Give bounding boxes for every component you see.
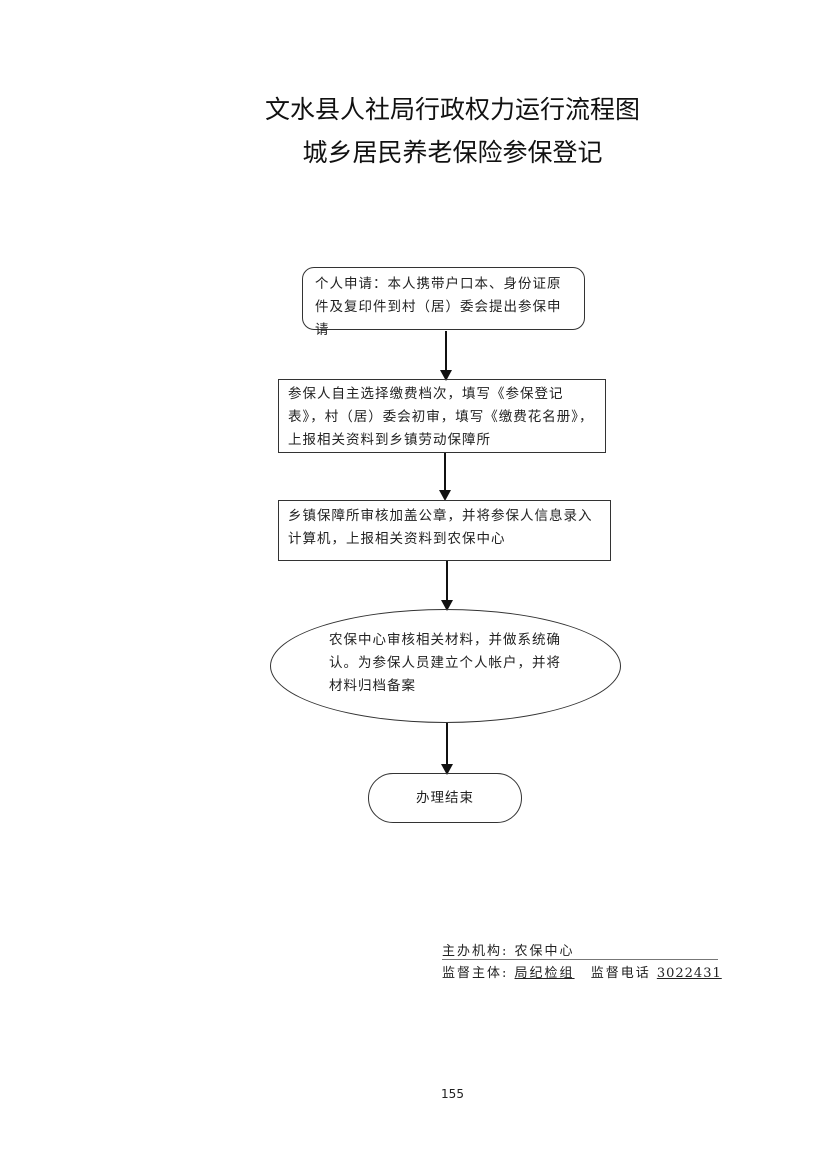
step-town-review: 乡镇保障所审核加盖公章，并将参保人信息录入计算机，上报相关资料到农保中心 bbox=[278, 500, 611, 561]
supervisor-label: 监督主体: bbox=[442, 966, 509, 981]
org-label: 主办机构: bbox=[442, 944, 509, 959]
arrow-down-icon bbox=[440, 331, 452, 381]
org-value: 农保中心 bbox=[514, 944, 575, 959]
step-apply: 个人申请：本人携带户口本、身份证原件及复印件到村（居）委会提出参保申请 bbox=[302, 267, 585, 338]
phone-value: 3022431 bbox=[656, 966, 722, 981]
arrow-down-icon bbox=[441, 561, 453, 611]
phone-label: 监督电话 bbox=[590, 966, 651, 981]
step-end: 办理结束 bbox=[368, 773, 522, 823]
page-number: 155 bbox=[441, 1087, 464, 1101]
supervisor-value: 局纪检组 bbox=[514, 966, 575, 981]
arrow-down-icon bbox=[439, 453, 451, 501]
step-register: 参保人自主选择缴费档次，填写《参保登记表》，村（居）委会初审，填写《缴费花名册》… bbox=[278, 379, 606, 453]
footer-org: 主办机构: 农保中心 bbox=[442, 940, 718, 960]
step-center-confirm: 农保中心审核相关材料，并做系统确认。为参保人员建立个人帐户，并将材料归档备案 bbox=[270, 609, 621, 723]
page-subtitle: 城乡居民养老保险参保登记 bbox=[302, 138, 603, 167]
arrow-down-icon bbox=[441, 723, 453, 775]
footer-supervision: 监督主体: 局纪检组 监督电话 3022431 bbox=[442, 962, 722, 981]
page-title: 文水县人社局行政权力运行流程图 bbox=[264, 95, 640, 124]
